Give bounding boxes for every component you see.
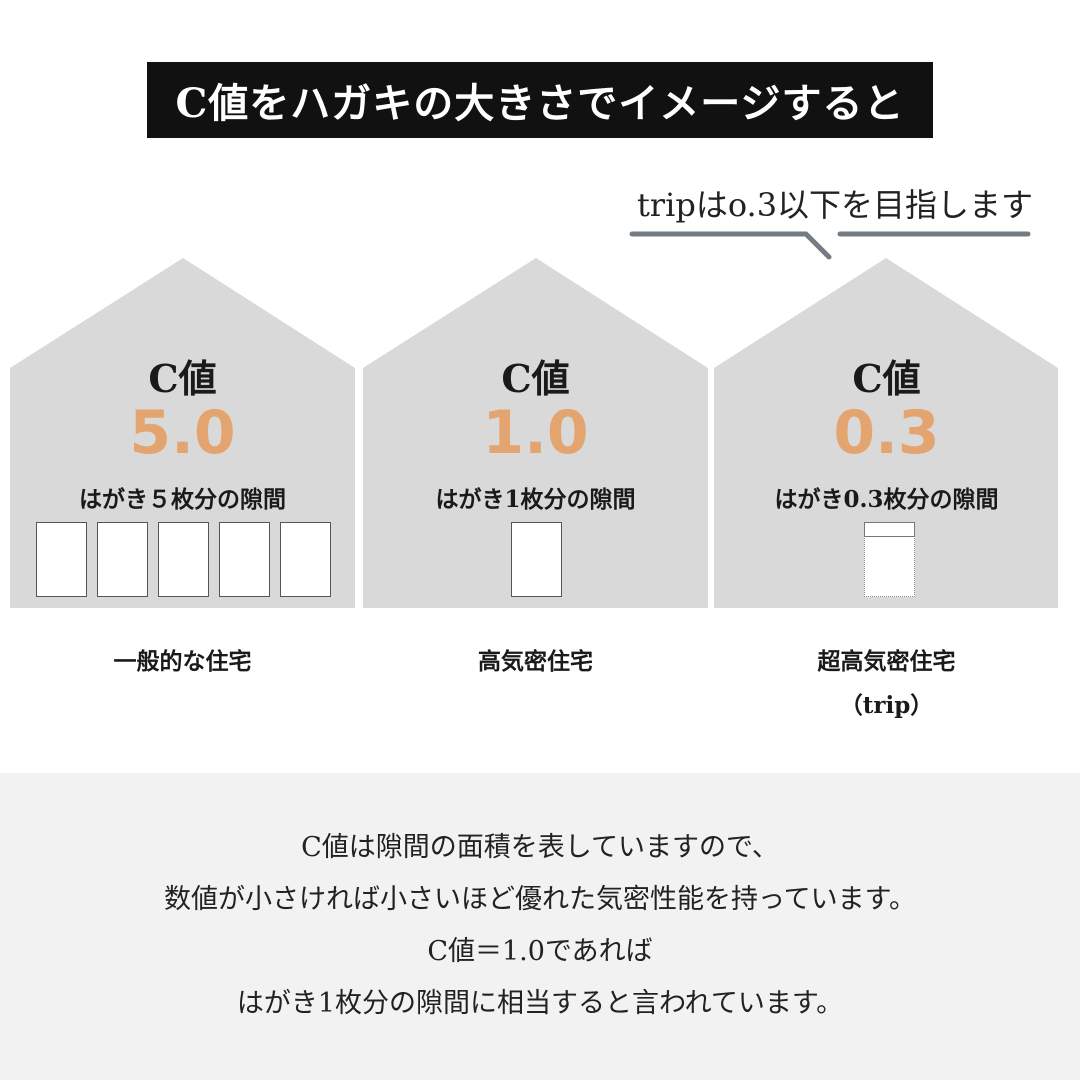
- postcard: [219, 522, 270, 597]
- callout-text: tripはo.3以下を目指します: [636, 186, 1034, 224]
- house-caption: 一般的な住宅: [113, 648, 252, 675]
- postcard-fraction: [864, 522, 915, 537]
- explanation-line: C値＝1.0であれば: [427, 936, 653, 967]
- gap-text: はがき1枚分の隙間: [435, 486, 636, 513]
- house-caption: 超高気密住宅: [817, 648, 956, 675]
- house-shape-1: [10, 258, 355, 608]
- postcard: [158, 522, 209, 597]
- c-value-label: C値: [852, 356, 921, 401]
- postcard: [97, 522, 148, 597]
- explanation-line: 数値が小さければ小さいほど優れた気密性能を持っています。: [164, 884, 916, 915]
- c-value-label: C値: [501, 356, 570, 401]
- c-value: 1.0: [482, 398, 589, 468]
- explanation-line: C値は隙間の面積を表していますので、: [301, 832, 779, 863]
- house-shape-3: [714, 258, 1058, 608]
- c-value: 0.3: [833, 398, 940, 468]
- postcard: [36, 522, 87, 597]
- explanation-text: C値は隙間の面積を表していますので、 数値が小さければ小さいほど優れた気密性能を…: [0, 822, 1080, 1030]
- explanation-line: はがき1枚分の隙間に相当すると言われています。: [236, 988, 844, 1019]
- postcard: [511, 522, 562, 597]
- c-value: 5.0: [129, 398, 236, 468]
- explanation-panel: [0, 773, 1080, 1080]
- gap-text: はがき５枚分の隙間: [79, 486, 286, 513]
- house-shape-2: [363, 258, 708, 608]
- house-caption-sub: （trip）: [839, 692, 934, 719]
- page-title: C値をハガキの大きさでイメージすると: [147, 62, 933, 138]
- postcard: [280, 522, 331, 597]
- c-value-label: C値: [148, 356, 217, 401]
- house-caption: 高気密住宅: [478, 648, 593, 675]
- callout-line: [629, 231, 832, 260]
- gap-text: はがき0.3枚分の隙間: [774, 486, 999, 513]
